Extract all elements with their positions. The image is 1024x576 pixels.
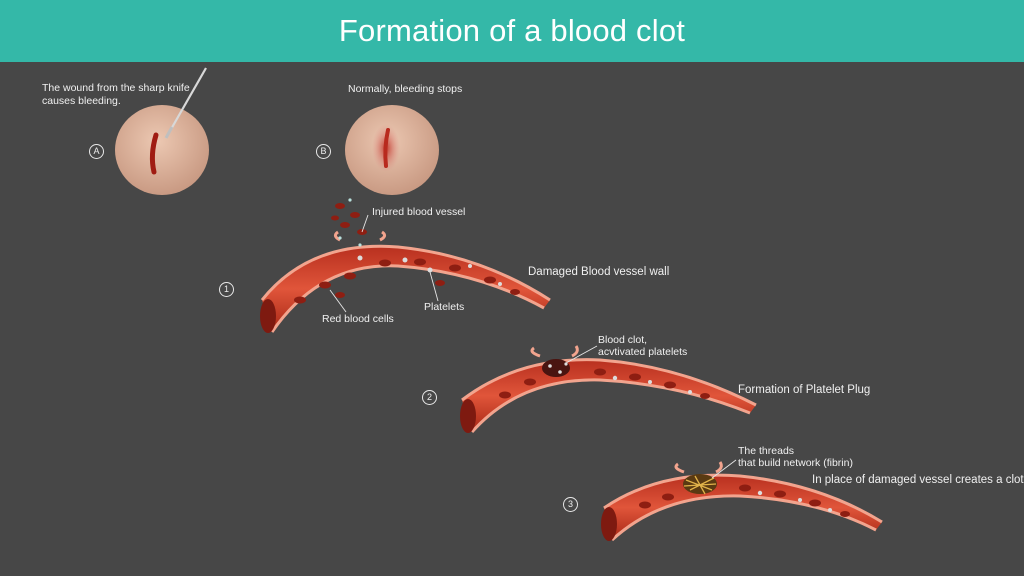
fibrin-clot: [683, 474, 717, 495]
marker-3: 3: [563, 497, 578, 512]
label-red-blood-cells: Red blood cells: [322, 313, 394, 325]
marker-b: B: [316, 144, 331, 159]
blood-vessel-3: [601, 461, 883, 542]
marker-a: A: [89, 144, 104, 159]
leader-lines: [329, 214, 737, 479]
label-blood-clot-line1: Blood clot,: [598, 334, 648, 346]
blood-vessel-1: [260, 198, 551, 333]
caption-b: Normally, bleeding stops: [348, 83, 463, 95]
step1-title: Damaged Blood vessel wall: [528, 266, 670, 278]
title-bar: Formation of a blood clot: [0, 0, 1024, 62]
skin-wound-b: [345, 105, 439, 195]
label-platelets: Platelets: [424, 301, 465, 313]
caption-a-line2: causes bleeding.: [42, 95, 121, 107]
step2-title: Formation of Platelet Plug: [738, 384, 871, 396]
platelet-plug: [542, 359, 570, 377]
label-injured-vessel: Injured blood vessel: [372, 206, 466, 218]
knife-icon: [165, 67, 207, 139]
page-title: Formation of a blood clot: [338, 13, 686, 48]
blood-vessel-2: [460, 345, 757, 433]
marker-1: 1: [219, 282, 234, 297]
step3-title: In place of damaged vessel creates a clo…: [812, 474, 1024, 486]
label-fibrin-line1: The threads: [738, 445, 795, 457]
skin-wound-a: [115, 67, 209, 195]
label-fibrin-line2: that build network (fibrin): [738, 457, 853, 469]
marker-2: 2: [422, 390, 437, 405]
label-blood-clot-line2: acvtivated platelets: [598, 346, 688, 358]
caption-a-line1: The wound from the sharp knife: [42, 82, 190, 94]
